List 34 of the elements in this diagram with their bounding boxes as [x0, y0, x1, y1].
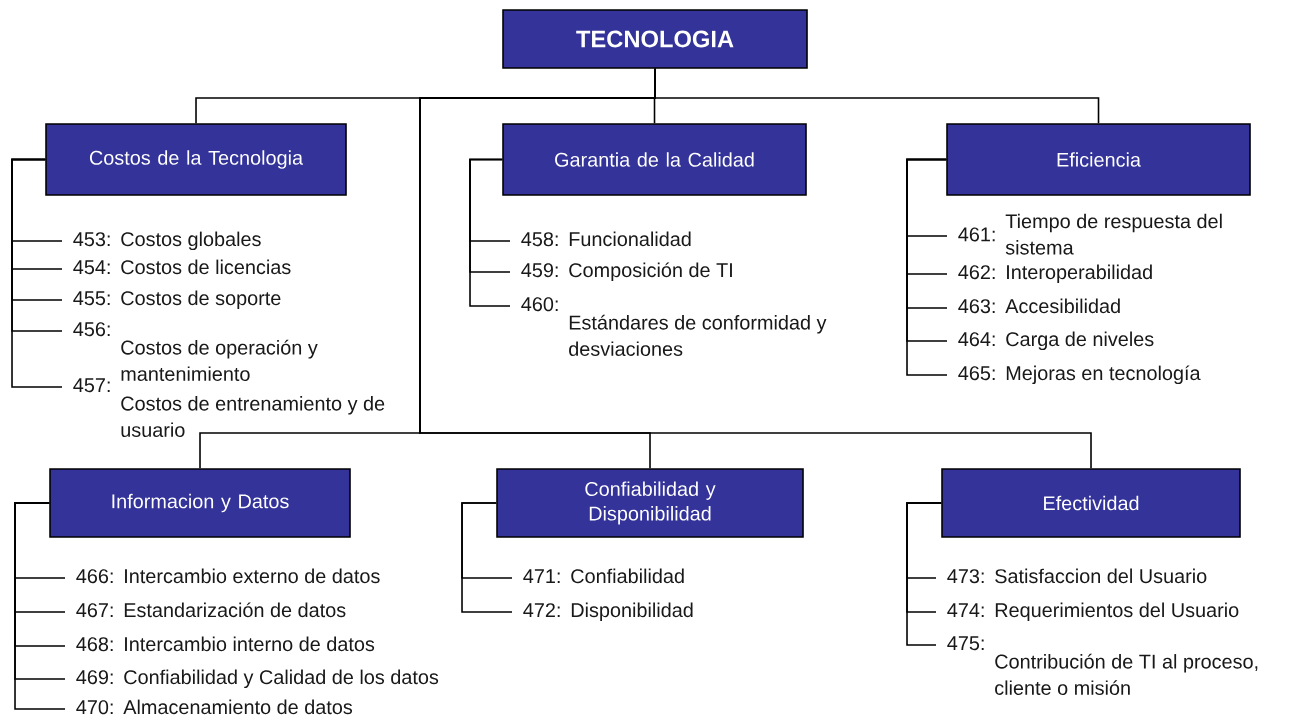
list-item: 470: Almacenamiento de datos	[76, 699, 353, 715]
list-item: 458: Funcionalidad	[521, 231, 691, 247]
list-item: 468: Intercambio interno de datos	[76, 636, 375, 652]
list-item: 455: Costos de soporte	[73, 290, 281, 310]
list-item: 462: Interoperabilidad	[958, 264, 1152, 284]
list-item: 454: Costos de licencias	[73, 259, 291, 275]
list-item: 460: Estándares de conformidad y desviaciones	[521, 297, 827, 356]
list-item: 467: Estandarización de datos	[76, 602, 346, 618]
list-item: 464: Carga de niveles	[958, 331, 1154, 351]
list-item: 463: Accesibilidad	[958, 298, 1120, 314]
list-item: 474: Requerimientos del Usuario	[947, 602, 1239, 622]
list-item: 473: Satisfaccion del Usuario	[947, 568, 1207, 584]
list-item: 459: Composición de TI	[521, 262, 732, 282]
list-item: 461: Tiempo de respuesta del sistema	[958, 213, 1222, 255]
list-item: 453: Costos globales	[73, 231, 261, 251]
connector-line	[461, 502, 513, 613]
category-box: Garantia de la Calidad	[502, 123, 807, 196]
connector-line	[419, 68, 1092, 469]
connector-line	[906, 502, 942, 646]
list-item: 475: Contribución de TI al proceso, cliente o misión	[947, 636, 1258, 695]
list-item: 472: Disponibilidad	[523, 602, 693, 622]
list-item: 469: Confiabilidad y Calidad de los datos	[76, 669, 439, 689]
category-box: Confiabilidad y Disponibilidad	[496, 468, 804, 538]
connector-line	[469, 158, 511, 307]
connector-line	[906, 158, 948, 376]
category-box: Costos de la Tecnologia	[45, 123, 347, 196]
connector-line	[11, 158, 63, 388]
category-box: Eficiencia	[946, 123, 1251, 196]
list-item: 465: Mejoras en tecnología	[958, 365, 1201, 385]
list-item: 471: Confiabilidad	[523, 568, 684, 584]
root-box: TECNOLOGIA	[502, 9, 808, 69]
category-box: Efectividad	[941, 468, 1241, 538]
category-box: Informacion y Datos	[49, 468, 351, 538]
list-item: 466: Intercambio externo de datos	[76, 568, 380, 584]
